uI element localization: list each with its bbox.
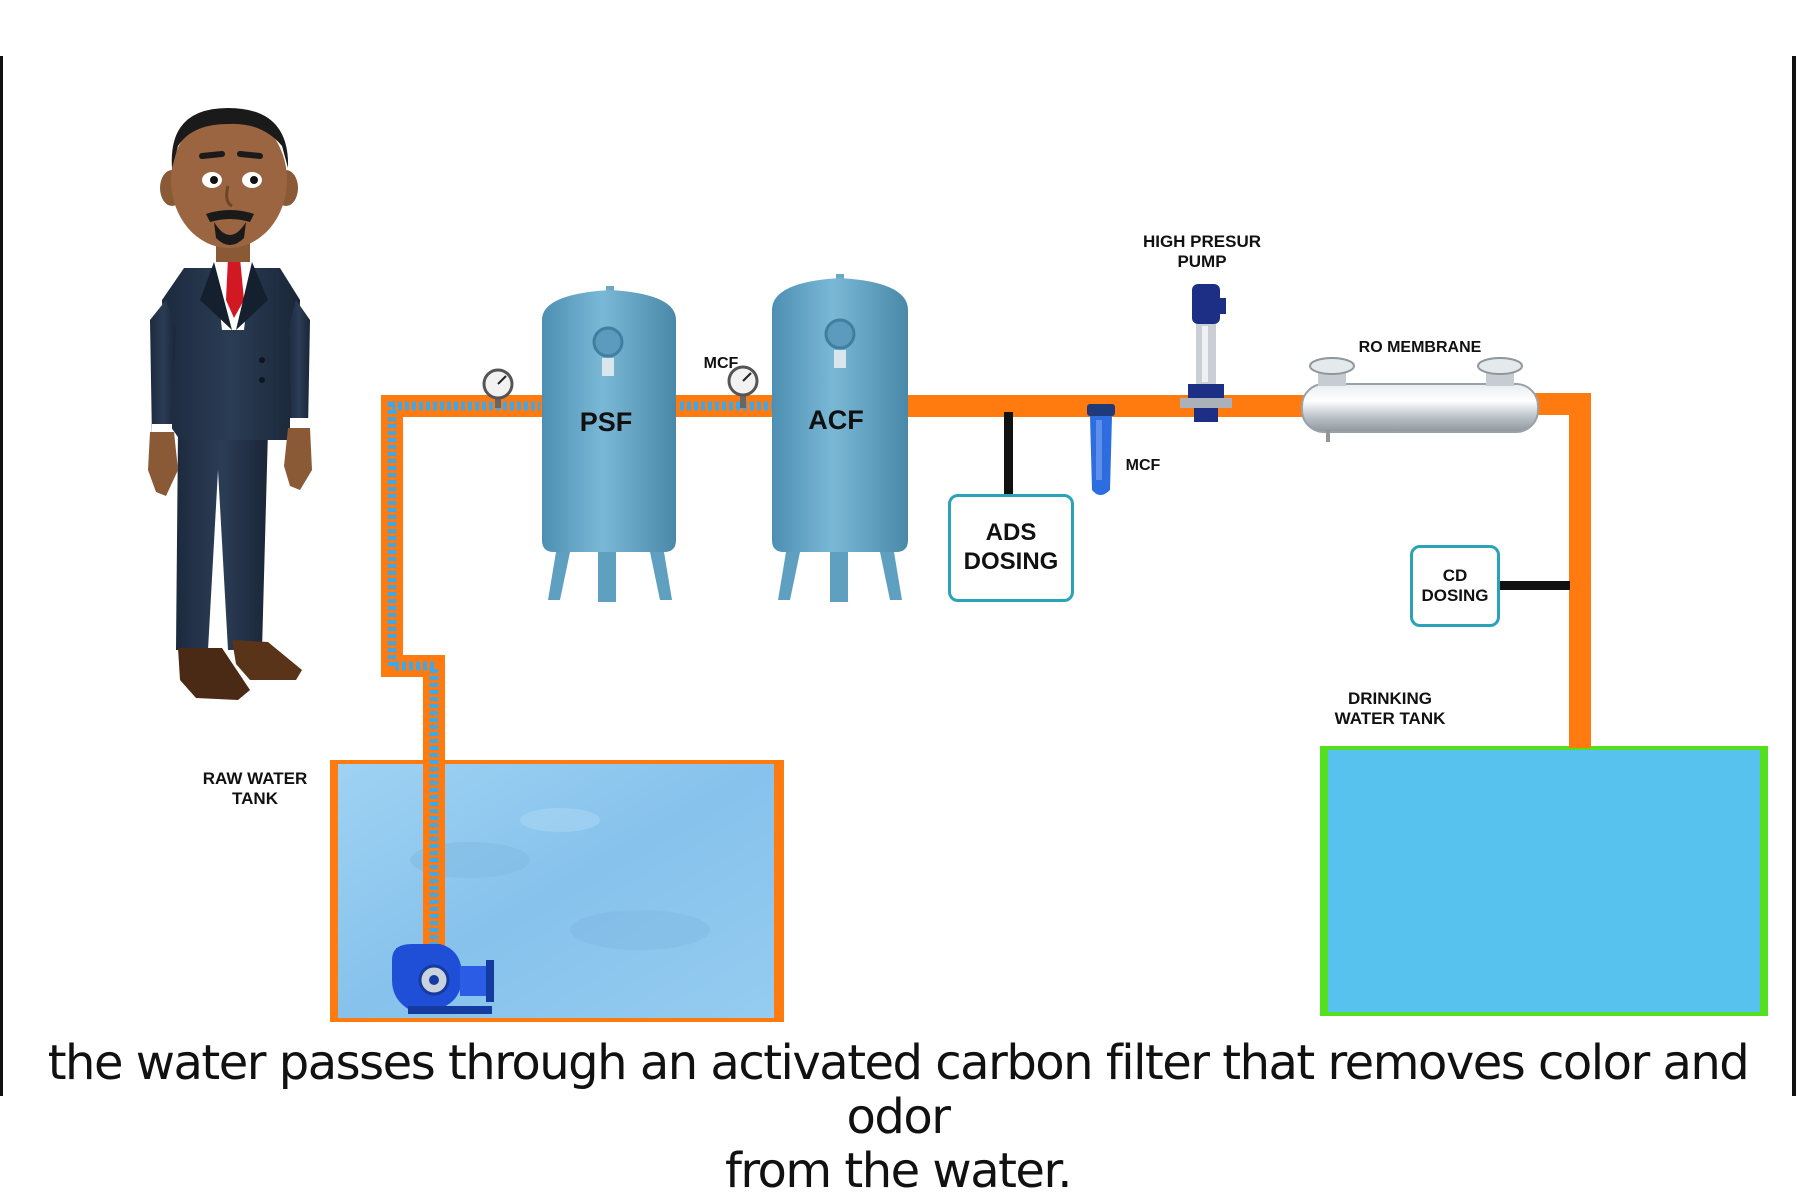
centrifugal-pump-icon	[392, 944, 494, 1014]
caption-line-1: the water passes through an activated ca…	[47, 1035, 1750, 1145]
mcf-right-label: MCF	[1125, 457, 1161, 474]
acf-label: ACF	[808, 405, 864, 435]
raw-water-tank-label: RAW WATER TANK	[202, 769, 308, 809]
vertical-multistage-pump-icon	[1180, 284, 1232, 422]
cd-dosing-line	[1498, 581, 1570, 590]
high-pressure-pump-label: HIGH PRESUR PUMP	[1142, 232, 1262, 272]
drinking-water-tank	[1320, 746, 1768, 1016]
ads-dosing-line	[1004, 412, 1013, 496]
psf-vessel	[542, 286, 676, 602]
cartridge-filter-icon	[1087, 404, 1115, 495]
left-frame-line	[0, 56, 3, 1096]
subtitle-caption: the water passes through an activated ca…	[0, 1036, 1796, 1198]
psf-label: PSF	[579, 407, 633, 437]
ro-membrane-housing-icon	[1301, 357, 1539, 442]
right-frame-line	[1792, 56, 1796, 1096]
pressure-gauge-icon	[482, 368, 514, 408]
ro-membrane-label: RO MEMBRANE	[1358, 339, 1482, 356]
caption-line-2: from the water.	[724, 1143, 1073, 1199]
flow-indicator-dots	[387, 401, 772, 960]
water-treatment-diagram	[0, 56, 1796, 1096]
mcf-top-label: MCF	[703, 355, 739, 372]
acf-vessel	[772, 274, 908, 602]
drinking-water-tank-label: DRINKING WATER TANK	[1334, 689, 1446, 729]
pressure-gauge-icon	[727, 365, 759, 408]
presenter-character	[148, 108, 312, 700]
